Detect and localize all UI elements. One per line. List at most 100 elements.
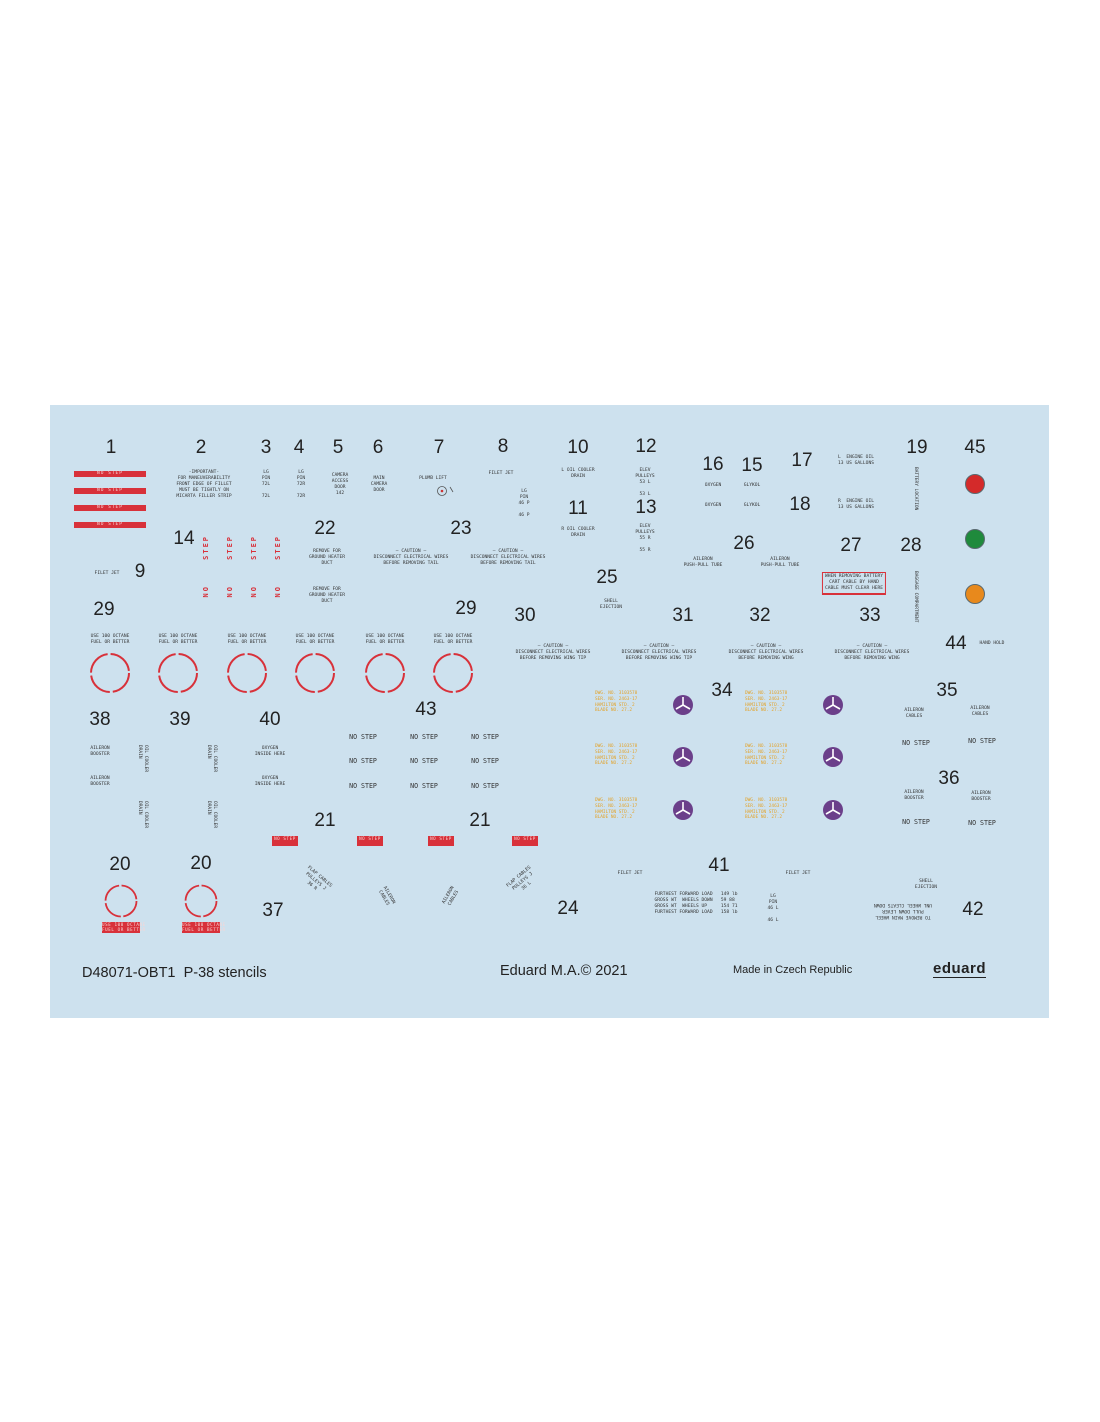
- no-step-stencil: NO STEP: [349, 733, 377, 741]
- aileron-push-pull-stencil: AILERON PUSH-PULL TUBE: [760, 557, 800, 568]
- fuel-ring-decal: [184, 884, 218, 918]
- oil-cooler-drain-stencil: L OIL COOLER DRAIN: [561, 468, 595, 479]
- no-step-box-decal: NO STEP: [272, 836, 298, 846]
- no-vertical-stencil: NO: [274, 585, 282, 598]
- hamilton-logo-icon: [673, 695, 693, 715]
- aileron-booster-stencil: AILERON BOOSTER: [904, 790, 924, 801]
- hand-hold-stencil: HAND HOLD: [979, 641, 1005, 646]
- ground-heater-stencil: REMOVE FOR GROUND HEATER DUCT: [309, 549, 345, 566]
- decal-number-28: 28: [900, 535, 922, 556]
- no-step-bar: NO STEP: [74, 488, 146, 494]
- baggage-compartment-stencil: BAGGAGE COMPARTMENT: [913, 571, 918, 623]
- lg-pin-stencil: LG PIN 46 P 46 P: [518, 489, 530, 518]
- battery-location-stencil: BATTERY LOCATION: [913, 467, 918, 511]
- fuel-ring-decal: [104, 884, 138, 918]
- aileron-booster-stencil: AILERON BOOSTER: [90, 746, 110, 757]
- decal-number-22: 22: [314, 518, 336, 539]
- decal-number-33: 33: [859, 605, 881, 626]
- decal-number-2: 2: [195, 437, 207, 458]
- decal-number-16: 16: [702, 454, 724, 475]
- decal-number-37: 37: [262, 900, 284, 921]
- decal-number-13: 13: [635, 497, 657, 518]
- fuel-octane-stencil: USE 100 OCTANE FUEL OR BETTER: [433, 634, 473, 645]
- decal-number-14: 14: [173, 528, 195, 549]
- decal-number-34: 34: [711, 680, 733, 701]
- filet-jet-stencil: FILET JET: [488, 471, 514, 476]
- no-vertical-stencil: NO: [202, 585, 210, 598]
- fuel-octane-stencil: USE 100 OCTANE FUEL OR BETTER: [90, 634, 130, 645]
- no-step-stencil: NO STEP: [471, 733, 499, 741]
- decal-number-31: 31: [672, 605, 694, 626]
- decal-number-1: 1: [105, 437, 117, 458]
- fuel-octane-stencil: USE 100 OCTANE FUEL OR BETTER: [227, 634, 267, 645]
- no-step-box-decal: NO STEP: [512, 836, 538, 846]
- propeller-blade-stencil: DWG. NO. 3103578 SER. NO. 2463-17 HAMILT…: [595, 691, 638, 714]
- oil-cooler-drain-vertical-stencil: OIL COOLER DRAIN: [206, 745, 217, 773]
- hamilton-logo-icon: [673, 800, 693, 820]
- propeller-blade-stencil: DWG. NO. 3103578 SER. NO. 2463-17 HAMILT…: [595, 798, 638, 821]
- no-step-stencil: NO STEP: [968, 819, 996, 827]
- fuel-ring-decal: [227, 653, 267, 693]
- lg-pin-stencil: LG PIN 72L 72L: [261, 470, 271, 499]
- decal-number-32: 32: [749, 605, 771, 626]
- oxygen-stencil: OXYGEN: [704, 483, 722, 488]
- fuel-octane-stencil: USE 100 OCTANE FUEL OR BETTER: [158, 634, 198, 645]
- copyright: Eduard M.A.© 2021: [500, 963, 628, 979]
- product-title: P-38 stencils: [183, 965, 267, 981]
- oxygen-stencil: OXYGEN: [704, 503, 722, 508]
- aileron-cables-stencil: AILERON CABLES: [441, 885, 461, 907]
- ground-heater-stencil: REMOVE FOR GROUND HEATER DUCT: [309, 587, 345, 604]
- decal-number-43: 43: [415, 699, 437, 720]
- decal-number-26: 26: [733, 533, 755, 554]
- target-icon: [437, 486, 454, 496]
- elev-pulleys-stencil: ELEV PULLEYS 53 L 53 L: [635, 468, 655, 497]
- fuel-ring-decal: [158, 653, 198, 693]
- decal-number-42: 42: [962, 899, 984, 920]
- propeller-blade-stencil: DWG. NO. 3103578 SER. NO. 2463-17 HAMILT…: [745, 691, 788, 714]
- fuel-ring-decal: [90, 653, 130, 693]
- decal-number-8: 8: [497, 436, 509, 457]
- no-step-stencil: NO STEP: [349, 782, 377, 790]
- aileron-push-pull-stencil: AILERON PUSH-PULL TUBE: [683, 557, 723, 568]
- propeller-blade-stencil: DWG. NO. 3103578 SER. NO. 2463-17 HAMILT…: [595, 744, 638, 767]
- fuel-ring-decal: [433, 653, 473, 693]
- no-vertical-stencil: NO: [226, 585, 234, 598]
- decal-sheet: 1 2 3 4 5 6 7 8 10 12 16 15 17 19 45 NO …: [50, 405, 1049, 1018]
- green-light-decal: [965, 529, 985, 549]
- engine-oil-stencil: R ENGINE OIL 13 US GALLONS: [838, 499, 874, 510]
- caution-wing-stencil: — CAUTION — DISCONNECT ELECTRICAL WIRES …: [834, 644, 910, 661]
- shell-ejection-stencil: SHELL EJECTION: [914, 879, 938, 890]
- caution-tail-stencil: — CAUTION — DISCONNECT ELECTRICAL WIRES …: [470, 549, 546, 566]
- no-step-stencil: NO STEP: [902, 818, 930, 826]
- decal-number-19: 19: [906, 437, 928, 458]
- no-vertical-stencil: NO: [250, 585, 258, 598]
- oil-cooler-drain-vertical-stencil: OIL COOLER DRAIN: [137, 801, 148, 829]
- fuel-octane-stencil: USE 100 OCTANE FUEL OR BETTER: [295, 634, 335, 645]
- no-step-stencil: NO STEP: [471, 757, 499, 765]
- decal-number-21: 21: [314, 810, 336, 831]
- decal-number-45: 45: [964, 437, 986, 458]
- propeller-blade-stencil: DWG. NO. 3103578 SER. NO. 2463-17 HAMILT…: [745, 798, 788, 821]
- eduard-logo: eduard: [933, 960, 987, 978]
- oxygen-inside-stencil: OXYGEN INSIDE HERE: [254, 746, 286, 757]
- no-step-box-decal: NO STEP: [428, 836, 454, 846]
- shell-ejection-stencil: SHELL EJECTION: [599, 599, 623, 610]
- decal-number-21: 21: [469, 810, 491, 831]
- decal-number-39: 39: [169, 709, 191, 730]
- hamilton-logo-icon: [673, 747, 693, 767]
- lg-pin-stencil: LG PIN 46 L 46 L: [767, 894, 779, 923]
- decal-number-9: 9: [134, 561, 146, 582]
- aileron-booster-stencil: AILERON BOOSTER: [90, 776, 110, 787]
- propeller-blade-stencil: DWG. NO. 3103578 SER. NO. 2463-17 HAMILT…: [745, 744, 788, 767]
- fuel-ring-decal: [365, 653, 405, 693]
- glykol-stencil: GLYKOL: [743, 503, 761, 508]
- no-step-stencil: NO STEP: [410, 757, 438, 765]
- decal-number-29: 29: [455, 598, 477, 619]
- decal-number-3: 3: [260, 437, 272, 458]
- decal-number-20: 20: [109, 854, 131, 875]
- step-vertical-stencil: STEP: [202, 535, 210, 560]
- hamilton-logo-icon: [823, 747, 843, 767]
- decal-number-15: 15: [741, 455, 763, 476]
- decal-number-27: 27: [840, 535, 862, 556]
- flap-cables-stencil: FLAP CABLES PULLEYS J 36 L: [505, 865, 535, 892]
